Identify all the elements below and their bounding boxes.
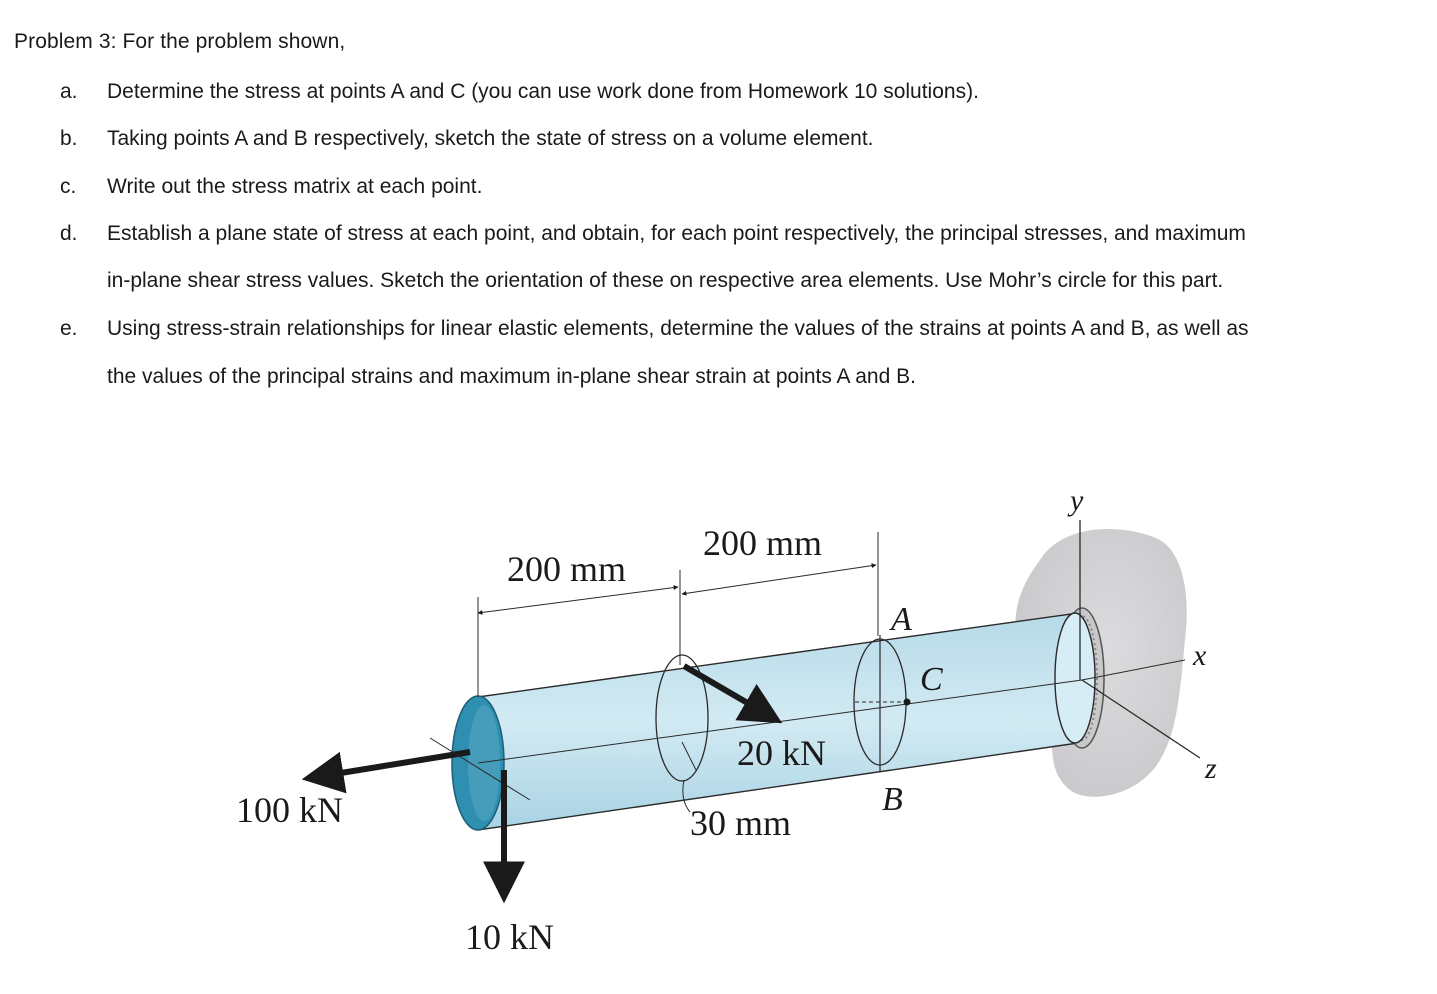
part-letter: e. [60,317,78,340]
part-letter: d. [60,222,78,245]
axis-y-label: y [1067,484,1084,517]
load-label-10kn: 10 kN [465,917,554,957]
part-text: the values of the principal strains and … [107,365,916,388]
dimension-line-right [681,563,877,596]
force-100kn-arrow [301,749,471,794]
axis-x-label: x [1192,639,1207,672]
shaft-end-at-wall [1054,612,1096,744]
point-b-label: B [882,781,903,818]
z-axis-line [1081,679,1201,759]
axis-z-label: z [1204,752,1217,785]
load-label-100kn: 100 kN [236,790,343,830]
part-letter: a. [60,80,78,103]
point-c-marker [903,698,911,706]
x-axis-line [1081,659,1186,681]
force-20kn-arrow [682,663,783,724]
part-text: Using stress-strain relationships for li… [107,317,1249,340]
dimension-line-left [477,585,679,615]
part-letter: c. [60,175,77,198]
lever-section [655,654,709,782]
part-letter: b. [60,127,78,150]
part-text: in-plane shear stress values. Sketch the… [107,269,1224,292]
dimension-label-right: 200 mm [703,523,822,563]
part-text: Determine the stress at points A and C (… [107,80,979,103]
part-text: Establish a plane state of stress at eac… [107,222,1246,245]
lever-radius-line [681,741,697,771]
point-a-label: A [889,601,912,638]
load-label-20kn: 20 kN [737,733,826,773]
part-text: Write out the stress matrix at each poin… [107,175,483,198]
part-text: Taking points A and B respectively, sket… [107,127,874,150]
dimension-label-left: 200 mm [507,549,626,589]
lever-length-label: 30 mm [690,803,791,843]
point-c-label: C [920,661,943,698]
problem-title: Problem 3: For the problem shown, [14,30,346,53]
